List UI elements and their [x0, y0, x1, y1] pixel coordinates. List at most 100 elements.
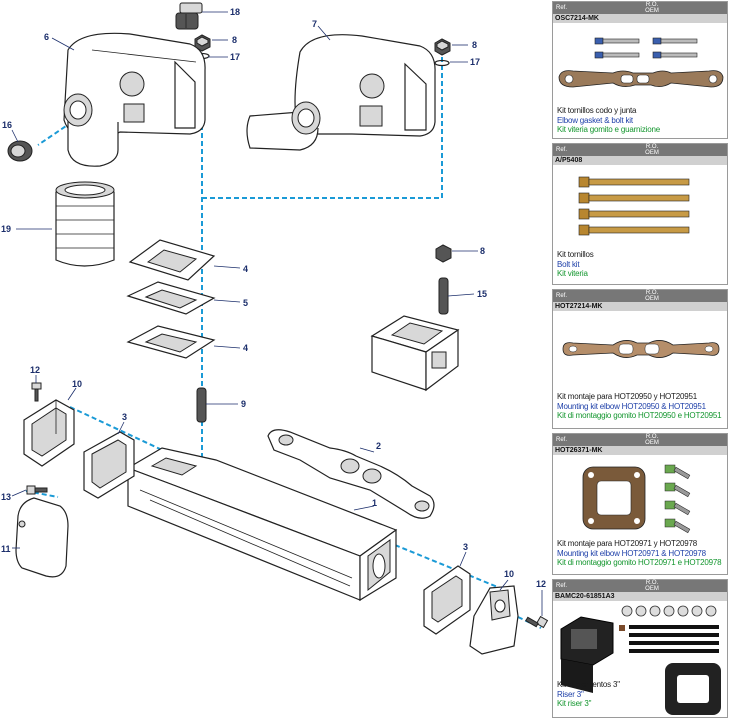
- oem-label: R.O.OEM: [645, 2, 659, 14]
- kit-description: Kit suplementos 3" Riser 3" Kit riser 3": [557, 680, 620, 709]
- part-12-bolt-top: [31, 382, 42, 402]
- part-10-end-cap-left: [23, 399, 75, 467]
- desc-es: Kit tornillos: [557, 250, 594, 259]
- part-7-elbow: [246, 34, 436, 151]
- kit-header: Ref. R.O.OEM: [553, 434, 727, 446]
- callout-7: 7: [312, 19, 317, 29]
- leader-lines: [11, 11, 543, 616]
- part-19-sleeve: [55, 181, 115, 267]
- callout-18: 18: [230, 7, 240, 17]
- kit-image-elbow-gasket-bolts: [558, 37, 724, 88]
- desc-en: Mounting kit elbow HOT20950 & HOT20951: [557, 401, 706, 411]
- kit-description: Kit tornillos Bolt kit Kit viteria: [557, 250, 594, 279]
- callout-15: 15: [477, 289, 487, 299]
- callout-16: 16: [2, 120, 12, 130]
- desc-es: Kit montaje para HOT20950 y HOT20951: [557, 392, 697, 401]
- callout-17-left: 17: [230, 52, 240, 62]
- kit-header: Ref. R.O.OEM: [553, 290, 727, 302]
- desc-es: Kit montaje para HOT20971 y HOT20978: [557, 539, 697, 548]
- kit-panel-bamc20-61851a3: Ref. R.O.OEM BAMC20-61851A3 Kit suplemen…: [552, 579, 728, 718]
- kit-code: HOT26371-MK: [553, 446, 727, 455]
- kit-image-riser-kit: [560, 605, 721, 715]
- desc-es: Kit suplementos 3": [557, 680, 620, 689]
- part-16-plug: [7, 140, 33, 162]
- exploded-parts-diagram: .part{fill:#fff;stroke:#222;stroke-width…: [1, 2, 549, 655]
- part-5-gasket: [126, 281, 216, 315]
- desc-es: Kit tornillos codo y junta: [557, 106, 637, 115]
- callout-12-top: 12: [30, 365, 40, 375]
- callout-2: 2: [376, 441, 381, 451]
- kit-header: Ref. R.O.OEM: [553, 2, 727, 14]
- ref-label: Ref.: [556, 147, 568, 153]
- kit-header: Ref. R.O.OEM: [553, 580, 727, 592]
- oem-label: R.O.OEM: [645, 144, 659, 156]
- ref-label: Ref.: [556, 5, 568, 11]
- kit-header: Ref. R.O.OEM: [553, 144, 727, 156]
- kit-panel-hot27214-mk: Ref. R.O.OEM HOT27214-MK Kit montaje par…: [552, 289, 728, 429]
- callout-11: 11: [1, 544, 11, 554]
- riser-block: [370, 315, 460, 392]
- kit-code: A/P5408: [553, 156, 727, 165]
- callout-9: 9: [241, 399, 246, 409]
- part-6-elbow: [63, 32, 206, 167]
- part-4-gasket-top: [128, 239, 216, 281]
- part-3-gasket-left: [83, 431, 135, 499]
- part-2-manifold-gasket: [267, 429, 435, 519]
- part-8-nut-stud: [435, 244, 452, 315]
- desc-it: Kit di montaggio gomito HOT20971 e HOT20…: [557, 558, 722, 567]
- kit-panel-osc7214-mk: Ref. R.O.OEM OSC7214-MK Kit tornillos co…: [552, 1, 728, 139]
- kit-code: HOT27214-MK: [553, 302, 727, 311]
- callout-4-bottom: 4: [243, 343, 248, 353]
- kit-image-manifold-gasket: [562, 340, 720, 358]
- callout-1: 1: [372, 498, 377, 508]
- callout-6: 6: [44, 32, 49, 42]
- kit-description: Kit montaje para HOT20950 y HOT20951 Mou…: [557, 392, 722, 421]
- kit-description: Kit montaje para HOT20971 y HOT20978 Mou…: [557, 539, 722, 568]
- callout-4-top: 4: [243, 264, 248, 274]
- desc-en: Elbow gasket & bolt kit: [557, 115, 633, 125]
- kit-panel-hot26371-mk: Ref. R.O.OEM HOT26371-MK Kit montaje par…: [552, 433, 728, 575]
- desc-it: Kit viteria: [557, 269, 588, 278]
- desc-it: Kit riser 3": [557, 699, 592, 708]
- part-8-nut-left: [194, 34, 211, 52]
- callout-numbers: 18 8 17 6 7 8 17 16 19 4 5 4 9 8 15 2 1 …: [1, 7, 546, 589]
- part-18-fitting: [175, 2, 203, 30]
- callout-12-right: 12: [536, 579, 546, 589]
- part-4-gasket-bottom: [126, 325, 216, 359]
- part-8-nut-right: [434, 38, 451, 56]
- kit-code: BAMC20-61851A3: [553, 592, 727, 601]
- desc-it: Kit di montaggio gomito HOT20950 e HOT20…: [557, 411, 722, 420]
- kit-description: Kit tornillos codo y junta Elbow gasket …: [557, 106, 660, 135]
- callout-10-right: 10: [504, 569, 514, 579]
- ref-label: Ref.: [556, 293, 568, 299]
- kit-code: OSC7214-MK: [553, 14, 727, 23]
- kit-image-long-bolts: [578, 176, 690, 236]
- callout-17-right: 17: [470, 57, 480, 67]
- callout-5: 5: [243, 298, 248, 308]
- callout-10-left: 10: [72, 379, 82, 389]
- part-1-manifold: [126, 447, 398, 602]
- callout-3-left: 3: [122, 412, 127, 422]
- callout-13: 13: [1, 492, 11, 502]
- part-12-bolt-right: [525, 615, 549, 629]
- desc-it: Kit viteria gomito e guarnizione: [557, 125, 660, 134]
- callout-19: 19: [1, 224, 11, 234]
- oem-label: R.O.OEM: [645, 580, 659, 592]
- desc-en: Riser 3": [557, 689, 584, 699]
- ref-label: Ref.: [556, 437, 568, 443]
- part-9-stud: [196, 387, 207, 423]
- part-13-bolt: [26, 485, 48, 495]
- callout-3-right: 3: [463, 542, 468, 552]
- part-3-gasket-right: [423, 565, 471, 635]
- desc-en: Mounting kit elbow HOT20971 & HOT20978: [557, 548, 706, 558]
- kit-panel-ap5408: Ref. R.O.OEM A/P5408 Kit tornillos Bolt …: [552, 143, 728, 285]
- callout-8-left: 8: [232, 35, 237, 45]
- kit-image-square-gasket-bolts: [582, 464, 691, 534]
- oem-label: R.O.OEM: [645, 434, 659, 446]
- desc-en: Bolt kit: [557, 259, 580, 269]
- callout-8-right: 8: [472, 40, 477, 50]
- part-10-end-cap-right: [469, 585, 519, 655]
- ref-label: Ref.: [556, 583, 568, 589]
- part-11-cover: [15, 497, 69, 578]
- oem-label: R.O.OEM: [645, 290, 659, 302]
